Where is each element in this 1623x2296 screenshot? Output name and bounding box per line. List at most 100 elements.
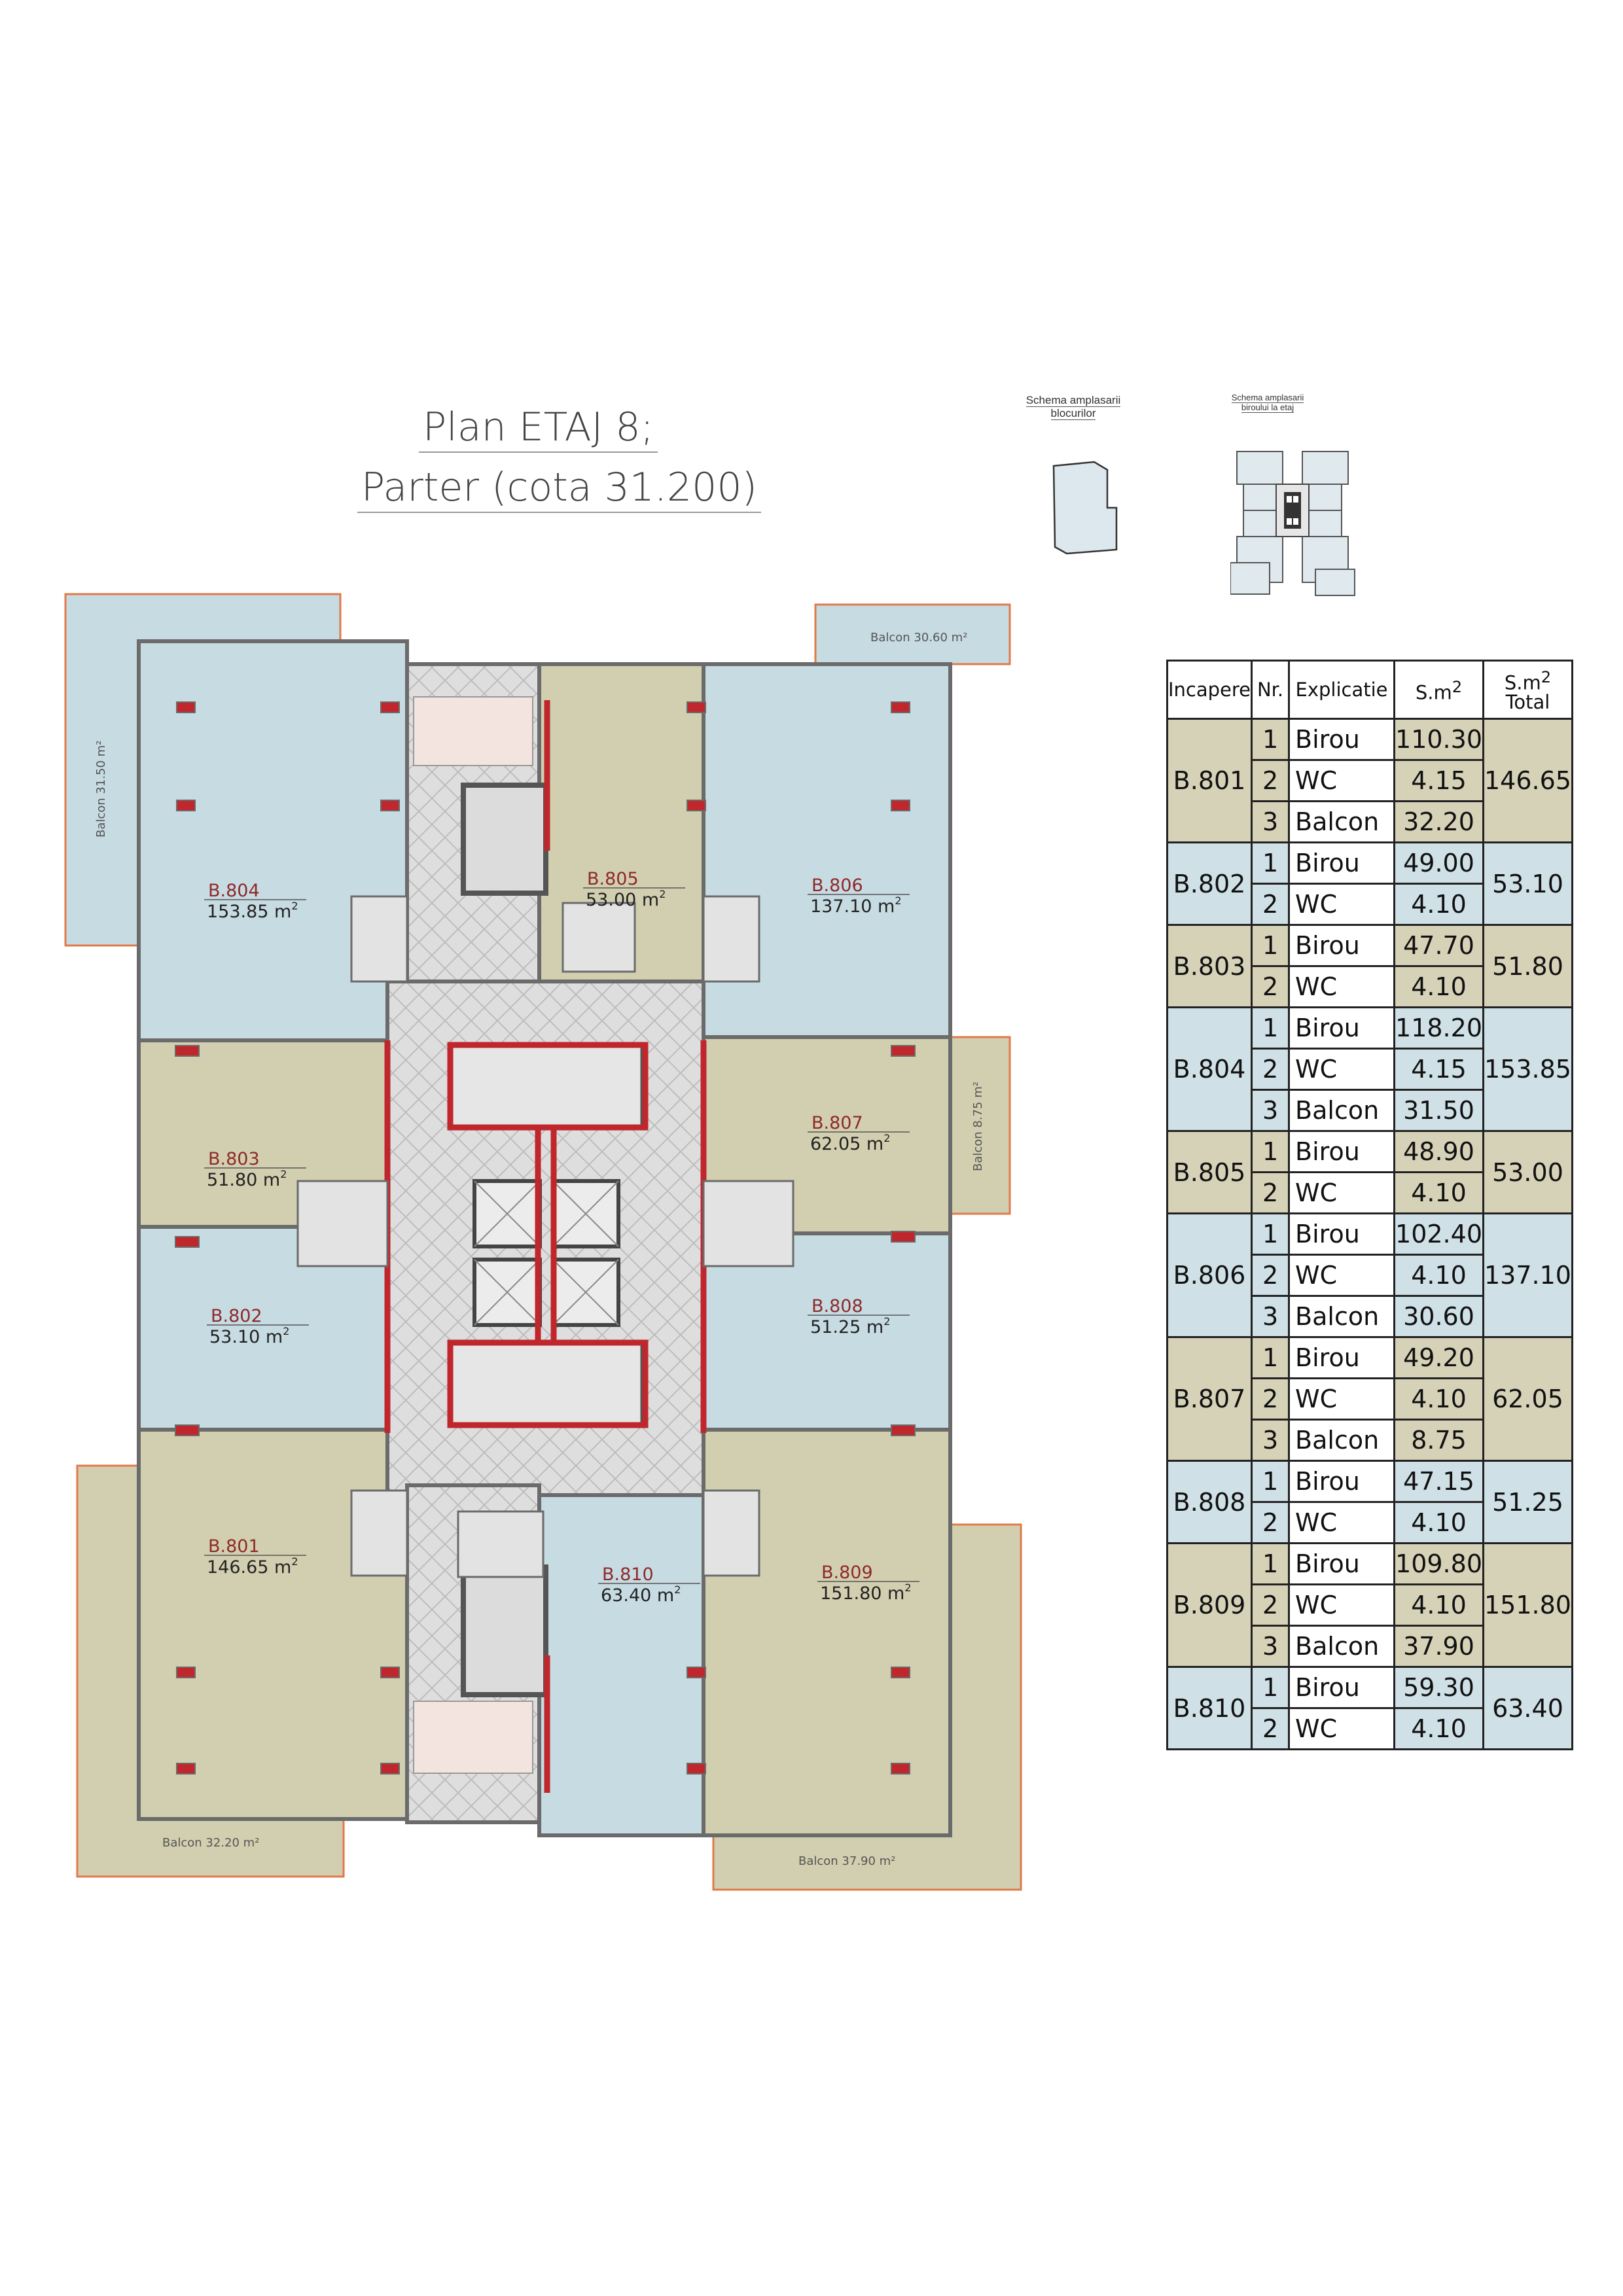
cell-area: 59.30 xyxy=(1393,1666,1484,1709)
cell-area: 32.20 xyxy=(1393,800,1484,843)
cell-explanation: Birou xyxy=(1288,1336,1396,1379)
cell-nr: 1 xyxy=(1251,1666,1291,1709)
cell-room: B.804 xyxy=(1166,1006,1253,1132)
cell-area: 49.20 xyxy=(1393,1336,1484,1379)
room-id: B.801 xyxy=(208,1536,260,1557)
room-id: B.808 xyxy=(812,1296,863,1316)
cell-explanation: WC xyxy=(1288,1048,1396,1091)
balcony-label: Balcon 8.75 m² xyxy=(971,1082,985,1171)
cell-explanation: Birou xyxy=(1288,1666,1396,1709)
cell-explanation: Birou xyxy=(1288,841,1396,885)
cell-area: 4.10 xyxy=(1393,883,1484,926)
cell-room: B.801 xyxy=(1166,718,1253,843)
cell-total: 51.80 xyxy=(1482,924,1573,1008)
cell-explanation: Balcon xyxy=(1288,800,1396,843)
cell-nr: 2 xyxy=(1251,883,1291,926)
room-area: 63.40 m2 xyxy=(601,1583,681,1606)
cell-nr: 1 xyxy=(1251,718,1291,761)
header-total-text: S.m xyxy=(1504,671,1541,694)
cell-explanation: Balcon xyxy=(1288,1625,1396,1668)
room-id: B.804 xyxy=(208,881,260,901)
cell-area: 47.15 xyxy=(1393,1460,1484,1503)
cell-total: 53.10 xyxy=(1482,841,1573,926)
cell-area: 4.10 xyxy=(1393,1254,1484,1297)
cell-room: B.805 xyxy=(1166,1130,1253,1214)
cell-explanation: WC xyxy=(1288,759,1396,802)
room-id: B.810 xyxy=(602,1564,654,1585)
cell-area: 4.10 xyxy=(1393,1501,1484,1544)
cell-total: 51.25 xyxy=(1482,1460,1573,1544)
cell-area: 4.15 xyxy=(1393,759,1484,802)
cell-area: 37.90 xyxy=(1393,1625,1484,1668)
cell-area: 30.60 xyxy=(1393,1295,1484,1338)
cell-area: 47.70 xyxy=(1393,924,1484,967)
cell-area: 48.90 xyxy=(1393,1130,1484,1173)
cell-nr: 2 xyxy=(1251,1171,1291,1214)
cell-total: 153.85 xyxy=(1482,1006,1573,1132)
plan-title: Plan ETAJ 8; xyxy=(419,404,658,453)
cell-nr: 3 xyxy=(1251,1089,1291,1132)
blocks-caption-line2: blocurilor xyxy=(1050,407,1096,420)
balcony-label: Balcon 31.50 m² xyxy=(94,741,108,838)
header-room: Incapere xyxy=(1166,660,1253,720)
header-total-sup: 2 xyxy=(1541,667,1552,686)
room-area: 153.85 m2 xyxy=(207,900,298,922)
room-id: B.802 xyxy=(211,1306,262,1326)
cell-room: B.808 xyxy=(1166,1460,1253,1544)
cell-area: 109.80 xyxy=(1393,1542,1484,1585)
room-id: B.805 xyxy=(587,869,639,889)
room-id: B.807 xyxy=(812,1113,863,1133)
cell-nr: 1 xyxy=(1251,1336,1291,1379)
cell-area: 4.10 xyxy=(1393,1171,1484,1214)
cell-explanation: WC xyxy=(1288,1171,1396,1214)
columns xyxy=(175,701,916,1775)
cell-area: 4.10 xyxy=(1393,1707,1484,1750)
cell-area: 102.40 xyxy=(1393,1212,1484,1256)
blocks-scheme-caption: Schema amplasarii blocurilor xyxy=(1008,394,1139,420)
cell-area: 110.30 xyxy=(1393,718,1484,761)
office-caption-line2: biroului la etaj xyxy=(1241,402,1294,413)
cell-area: 49.00 xyxy=(1393,841,1484,885)
cell-explanation: Birou xyxy=(1288,1006,1396,1050)
cell-explanation: WC xyxy=(1288,1254,1396,1297)
cell-nr: 1 xyxy=(1251,1542,1291,1585)
cell-nr: 1 xyxy=(1251,1460,1291,1503)
blocks-site-scheme xyxy=(1052,461,1118,555)
cell-nr: 3 xyxy=(1251,1419,1291,1462)
room-area: 151.80 m2 xyxy=(820,1581,912,1604)
cell-explanation: WC xyxy=(1288,1707,1396,1750)
header-nr: Nr. xyxy=(1251,660,1291,720)
office-caption-line1: Schema amplasarii xyxy=(1231,393,1304,403)
cell-area: 4.10 xyxy=(1393,965,1484,1008)
cell-room: B.802 xyxy=(1166,841,1253,926)
cell-explanation: WC xyxy=(1288,965,1396,1008)
blocks-caption-line1: Schema amplasarii xyxy=(1026,394,1121,407)
cell-explanation: WC xyxy=(1288,1501,1396,1544)
cell-area: 31.50 xyxy=(1393,1089,1484,1132)
cell-nr: 1 xyxy=(1251,1212,1291,1256)
cell-total: 137.10 xyxy=(1482,1212,1573,1338)
cell-area: 4.15 xyxy=(1393,1048,1484,1091)
cell-nr: 2 xyxy=(1251,1583,1291,1627)
room-area: 137.10 m2 xyxy=(810,894,902,917)
